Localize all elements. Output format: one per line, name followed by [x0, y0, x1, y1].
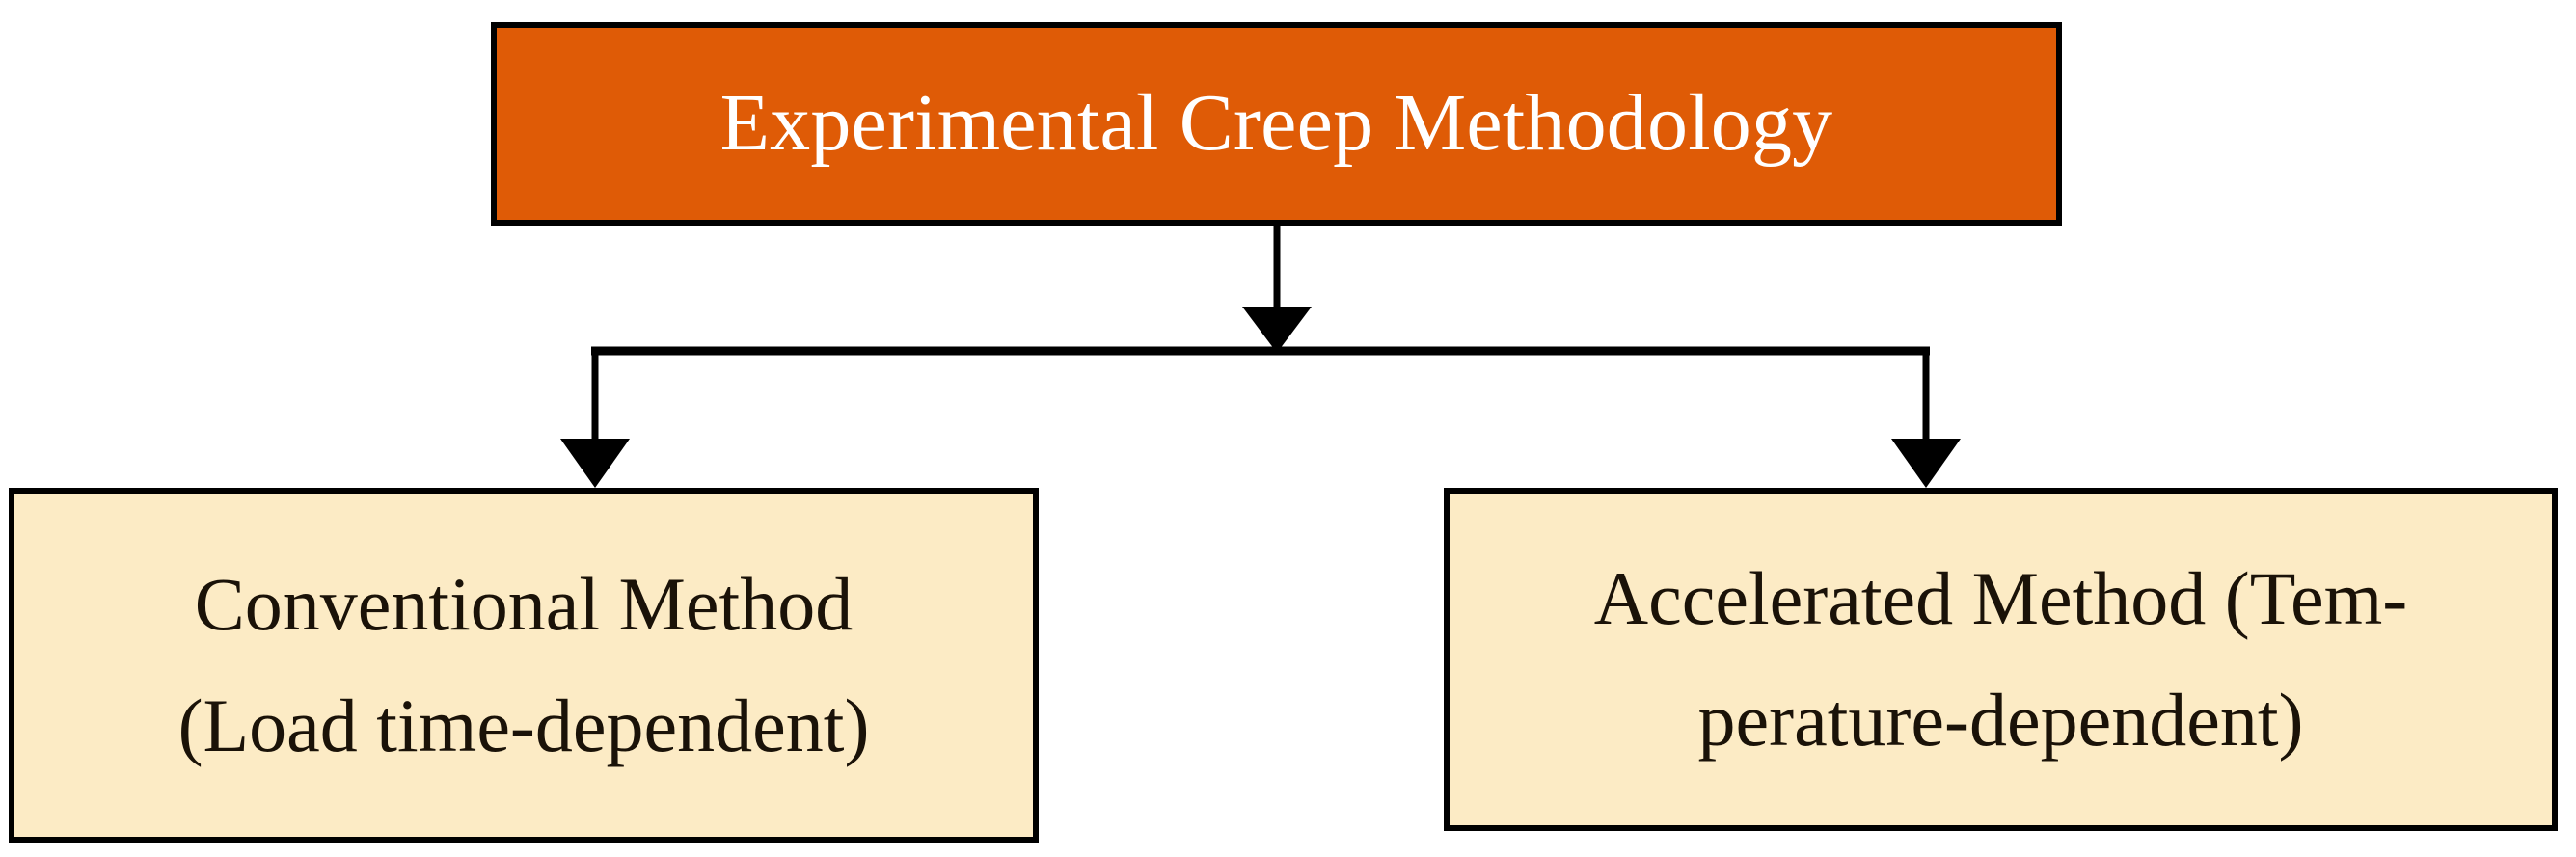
node-experimental-creep-methodology: Experimental Creep Methodology — [491, 22, 2062, 226]
node-conventional-label-line1: Conventional Method — [194, 561, 854, 646]
node-conventional-method: Conventional Method (Load time-dependent… — [9, 488, 1039, 843]
node-accelerated-label-line2: perature-dependent) — [1697, 678, 2304, 762]
edge-root-to-split — [1242, 225, 1312, 353]
node-root-label: Experimental Creep Methodology — [719, 78, 1833, 169]
node-conventional-label-line2: (Load time-dependent) — [177, 683, 870, 767]
node-conventional-label: Conventional Method (Load time-dependent… — [151, 544, 897, 788]
node-accelerated-label-line1: Accelerated Method (Tem- — [1593, 555, 2408, 640]
node-accelerated-label: Accelerated Method (Tem- perature-depend… — [1567, 538, 2434, 782]
node-accelerated-method: Accelerated Method (Tem- perature-depend… — [1444, 488, 2558, 831]
edge-split-to-conventional — [560, 351, 630, 488]
edge-split-to-accelerated — [1891, 351, 1961, 488]
